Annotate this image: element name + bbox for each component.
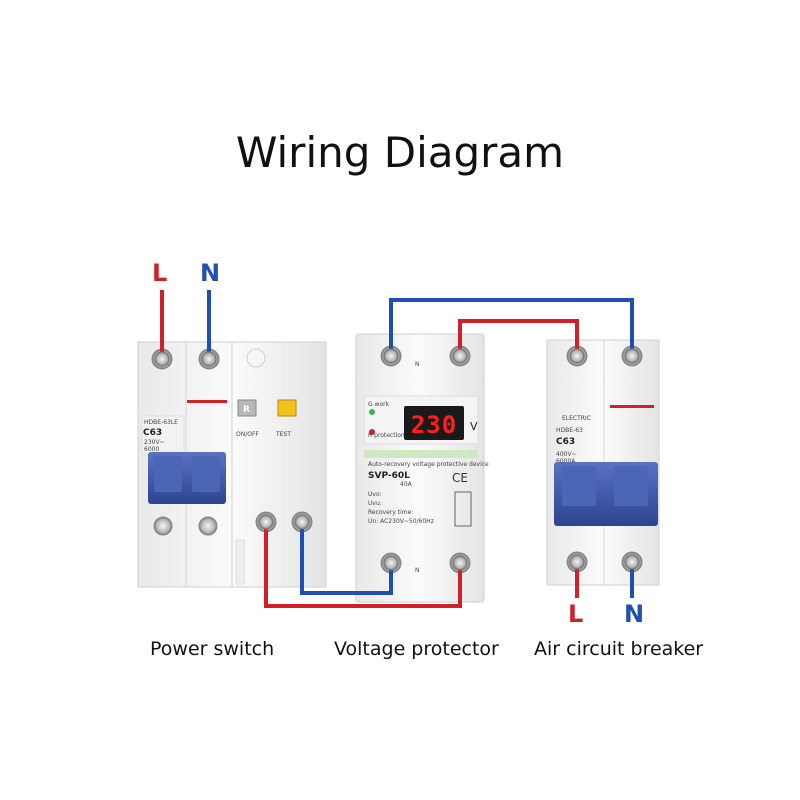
page-title: Wiring Diagram bbox=[235, 128, 565, 177]
output-live-label: L bbox=[568, 600, 584, 628]
power-switch-handle bbox=[154, 456, 182, 492]
svg-text:6000: 6000 bbox=[144, 446, 159, 453]
power-switch-model: C63 bbox=[143, 428, 162, 438]
wire-vp-to-breaker-neutral bbox=[389, 298, 634, 356]
wire-vp-to-breaker-live bbox=[458, 319, 579, 356]
air-breaker-caption: Air circuit breaker bbox=[534, 638, 704, 660]
voltage-protector-description: Auto-recovery voltage protective device bbox=[368, 461, 489, 468]
svg-text:6000A: 6000A bbox=[556, 458, 576, 465]
wire-ps-to-vp-live bbox=[264, 522, 462, 608]
voltage-display bbox=[404, 406, 464, 440]
power-switch-caption: Power switch bbox=[150, 638, 275, 660]
air-breaker-series: HDBE-63 bbox=[556, 427, 583, 434]
svg-text:Un: AC230V~50/60Hz: Un: AC230V~50/60Hz bbox=[368, 518, 434, 525]
svg-text:R protection: R protection bbox=[368, 432, 405, 439]
output-neutral-label: N bbox=[624, 600, 645, 628]
voltage-display-unit: V bbox=[470, 420, 478, 433]
svg-text:N: N bbox=[415, 361, 420, 368]
svg-text:G work: G work bbox=[368, 401, 390, 408]
svg-text:Uvu:: Uvu: bbox=[368, 500, 382, 507]
power-switch-terminal-bottom-2 bbox=[198, 516, 218, 536]
air-breaker-handle bbox=[562, 466, 596, 506]
power-switch-reset-button bbox=[237, 399, 257, 417]
wire-ps-to-vp-neutral bbox=[300, 522, 393, 595]
input-neutral-label: N bbox=[200, 259, 221, 287]
svg-text:ON/OFF: ON/OFF bbox=[236, 431, 259, 438]
voltage-protector-rating: 40A bbox=[400, 481, 413, 488]
voltage-protector: N G work R protection 230 V Auto-recover… bbox=[355, 333, 489, 603]
air-circuit-breaker: ELECTRIC HDBE-63 C63 400V~ 6000A bbox=[546, 339, 660, 586]
voltage-protector-model: SVP-60L bbox=[368, 471, 410, 481]
svg-text:Recovery time:: Recovery time: bbox=[368, 509, 413, 516]
svg-text:Uvo:: Uvo: bbox=[368, 491, 382, 498]
voltage-display-value: 230 bbox=[411, 411, 457, 439]
input-live-label: L bbox=[152, 259, 168, 287]
air-breaker-brand: ELECTRIC bbox=[562, 415, 591, 422]
power-switch-test-button bbox=[277, 399, 297, 417]
power-switch-terminal-bottom-1 bbox=[153, 516, 173, 536]
power-switch-small-text: HDBE-63LE bbox=[144, 419, 178, 426]
air-breaker-model: C63 bbox=[556, 437, 575, 447]
terminal-screws bbox=[154, 348, 640, 571]
power-switch: HDBE-63LE C63 230V~ 6000 R ON/OFF TEST bbox=[137, 341, 327, 588]
svg-text:230V~: 230V~ bbox=[144, 439, 165, 446]
svg-text:TEST: TEST bbox=[275, 431, 291, 438]
svg-text:CE: CE bbox=[452, 471, 468, 485]
voltage-protector-caption: Voltage protector bbox=[334, 638, 499, 660]
svg-text:400V~: 400V~ bbox=[556, 451, 577, 458]
svg-text:N: N bbox=[415, 567, 420, 574]
power-switch-reset-label: R bbox=[243, 405, 250, 415]
